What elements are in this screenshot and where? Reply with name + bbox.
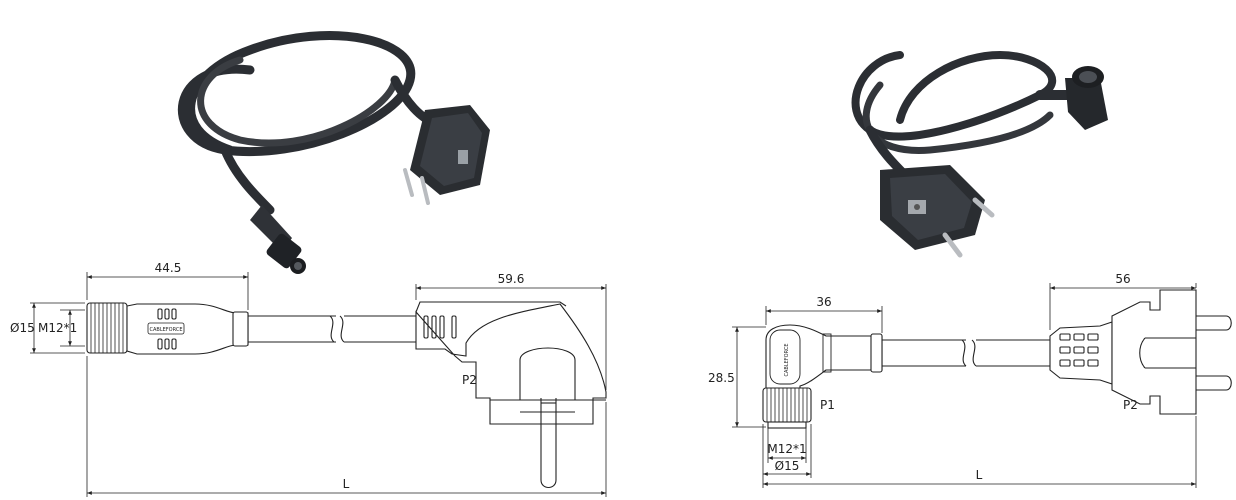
left-connector-body — [126, 303, 249, 355]
left-dimensions — [30, 272, 607, 497]
left-product-photo — [177, 31, 490, 274]
right-dim-height: 28.5 — [708, 371, 735, 385]
left-dim-plug-width: 59.6 — [498, 272, 525, 286]
left-brand-text: CABLEFORCE — [150, 327, 183, 333]
left-labels: 44.5 59.6 Ø15 M12*1 L P2 CABLEFORCE — [10, 261, 524, 491]
right-dim-plug-width: 56 — [1115, 272, 1130, 286]
right-dim-thread: M12*1 — [767, 442, 806, 456]
right-connector-label: P1 — [820, 398, 835, 412]
right-plug-label: P2 — [1123, 398, 1138, 412]
right-product-photo — [851, 50, 1108, 258]
right-brand-text: CABLEFORCE — [784, 344, 790, 377]
left-dim-thread: M12*1 — [38, 321, 77, 335]
left-plug-label: P2 — [462, 373, 477, 387]
left-dim-connector-length: 44.5 — [155, 261, 182, 275]
right-dimensions — [732, 283, 1197, 488]
left-drawing — [86, 301, 607, 489]
right-dim-total-length: L — [976, 468, 983, 482]
right-labels: 36 56 28.5 M12*1 Ø15 L P1 P2 CABLEFORCE — [708, 272, 1138, 482]
left-plug-body — [415, 303, 607, 425]
right-dim-outer-dia: Ø15 — [775, 459, 800, 473]
right-drawing — [762, 289, 1232, 429]
right-dim-connector-length: 36 — [816, 295, 831, 309]
left-dim-outer-dia: Ø15 — [10, 321, 35, 335]
left-dim-total-length: L — [343, 477, 350, 491]
